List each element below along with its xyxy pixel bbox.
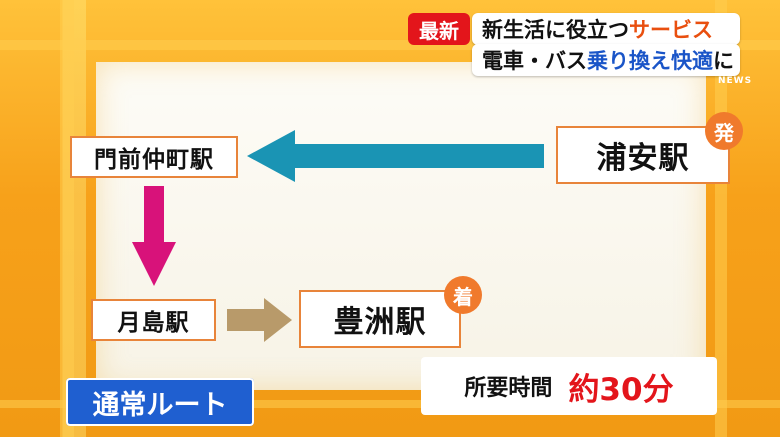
title-line-2-suffix: に <box>713 49 734 73</box>
station-destination-toyosu: 豊洲駅 <box>299 290 461 348</box>
station-destination-label: 豊洲駅 <box>333 305 427 340</box>
tan-arrow <box>227 298 292 342</box>
new-tag-label: 最新 <box>419 18 459 43</box>
title-line-1-highlight: サービス <box>629 18 713 42</box>
route-type-label: 通常ルート <box>66 378 254 426</box>
channel-logo: NEWS <box>718 76 753 86</box>
magenta-arrow-head <box>132 242 176 286</box>
station-origin-urayasu: 浦安駅 <box>556 126 730 184</box>
arrival-badge: 着 <box>444 276 482 314</box>
station-transfer-tsukishima: 月島駅 <box>91 299 216 341</box>
route-type-text: 通常ルート <box>92 389 228 421</box>
decorative-beam-left <box>60 0 74 437</box>
station-transfer-monzen-nakacho: 門前仲町駅 <box>70 136 238 178</box>
decorative-beam-right <box>715 0 727 437</box>
title-line-2-text: 電車・バス <box>482 49 587 73</box>
title-line-1: 新生活に役立つサービス <box>472 13 740 45</box>
station-transfer-tsukishima-label: 月島駅 <box>117 310 190 336</box>
teal-arrow <box>247 130 544 182</box>
decorative-beam-bottom <box>0 400 780 408</box>
title-line-2-highlight: 乗り換え快適 <box>587 49 713 73</box>
tan-arrow-head <box>264 298 292 342</box>
decorative-beam-top <box>0 40 780 50</box>
departure-badge-label: 発 <box>714 120 734 145</box>
travel-time-label: 所要時間 <box>464 376 553 401</box>
tan-arrow-shaft <box>227 309 267 331</box>
teal-arrow-shaft <box>292 144 544 168</box>
new-tag: 最新 <box>408 13 470 45</box>
title-line-1-text: 新生活に役立つ <box>482 18 629 42</box>
title-line-2: 電車・バス乗り換え快適に <box>472 44 740 76</box>
station-transfer-monzen-nakacho-label: 門前仲町駅 <box>94 147 214 173</box>
magenta-arrow-shaft <box>144 186 164 244</box>
departure-badge: 発 <box>705 112 743 150</box>
arrival-badge-label: 着 <box>453 284 473 309</box>
travel-time-box: 所要時間 約30分 <box>421 357 717 415</box>
travel-time-value: 約30分 <box>568 371 674 408</box>
station-origin-label: 浦安駅 <box>596 141 690 176</box>
teal-arrow-head <box>247 130 295 182</box>
magenta-arrow <box>132 186 176 286</box>
